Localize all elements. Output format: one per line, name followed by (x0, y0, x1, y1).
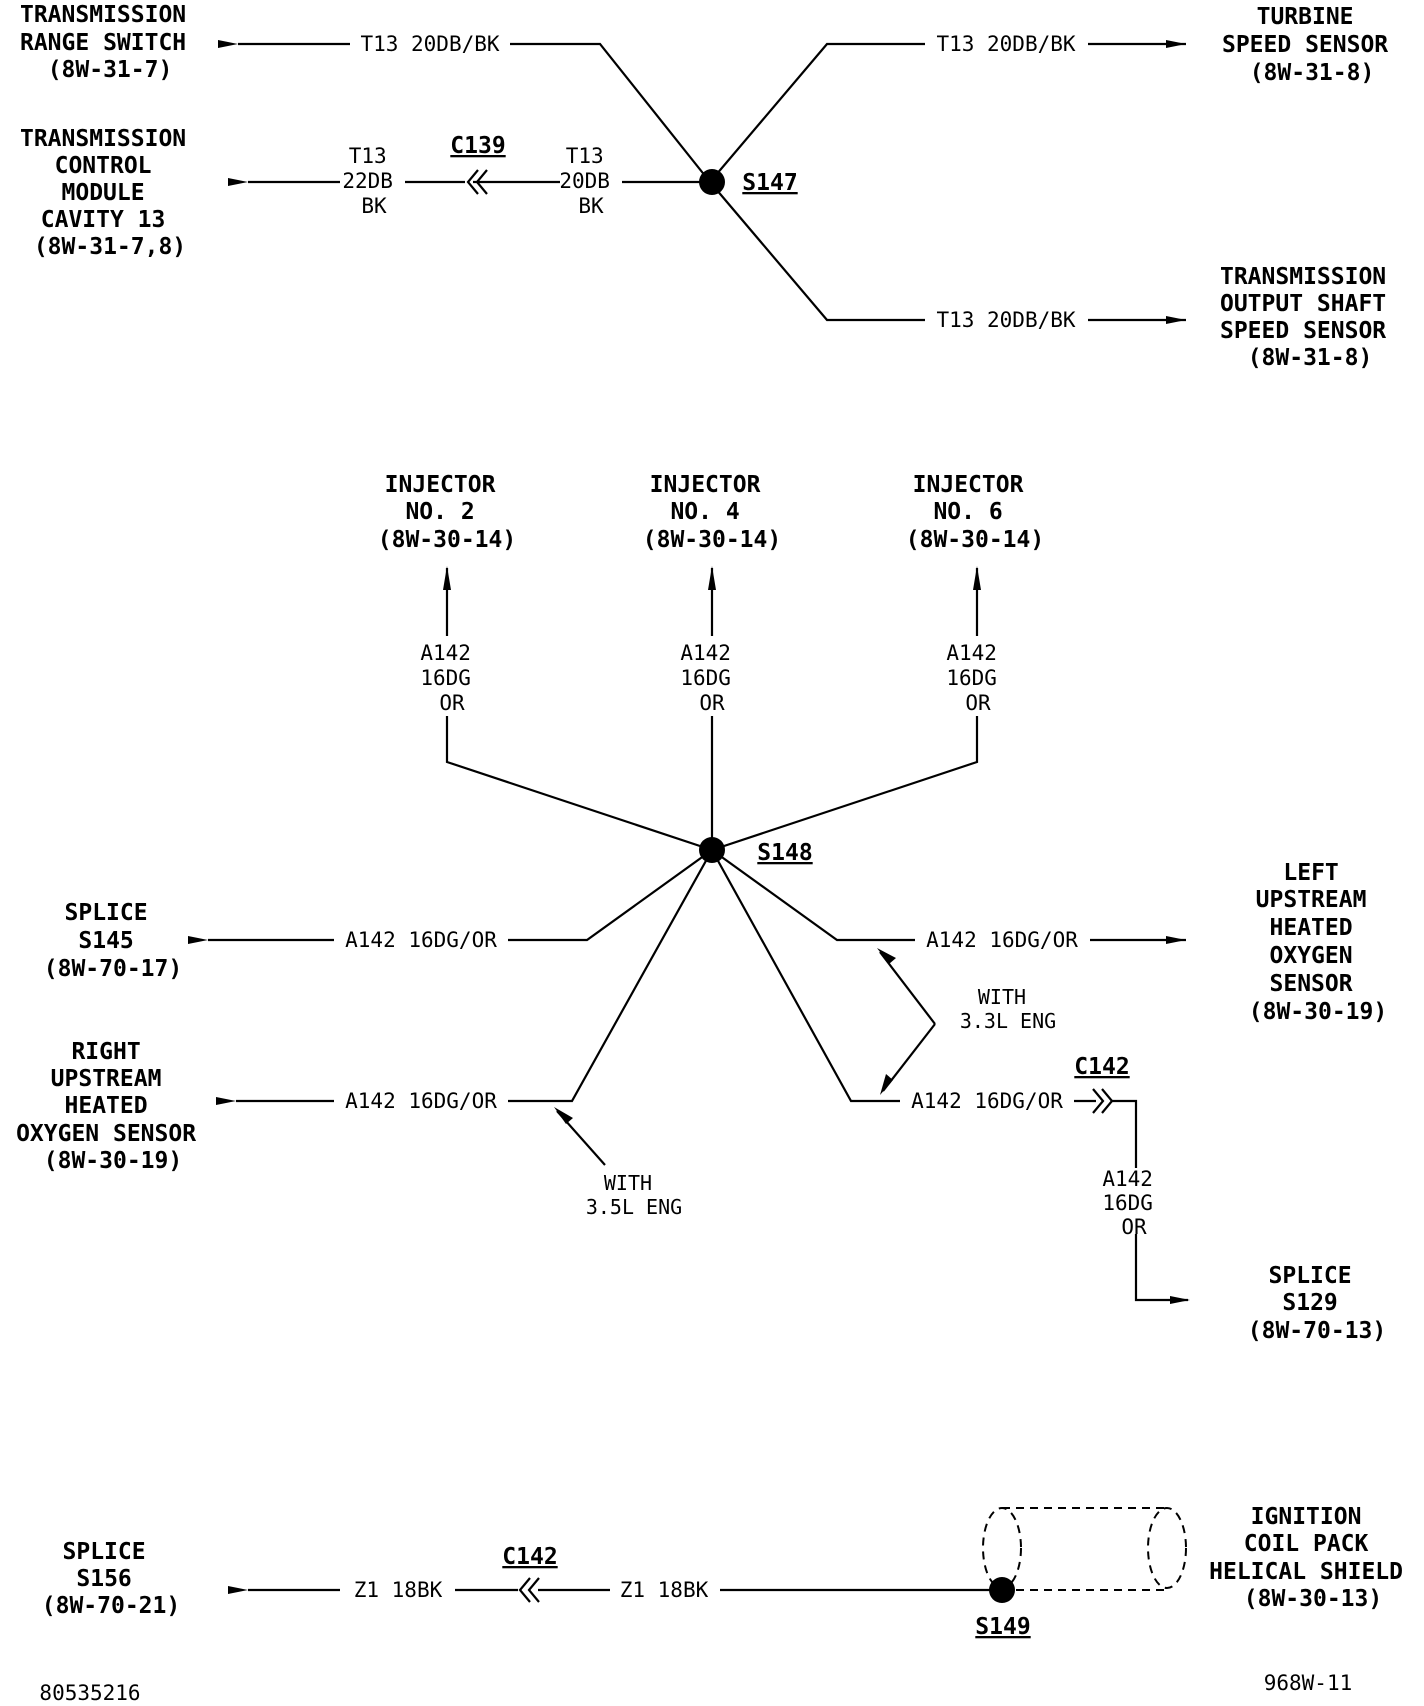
with33-arrow-down (880, 1074, 893, 1095)
inj6-arrow (973, 566, 981, 590)
left-ho2s-label: LEFT UPSTREAM HEATED OXYGEN SENSOR (8W-3… (1249, 860, 1387, 1025)
s148-label: S148 (757, 840, 812, 866)
c142-label-bottom: C142 (502, 1544, 557, 1570)
wire-label-inj4: A142 16DG OR (680, 641, 743, 715)
inj2-arrow (443, 566, 451, 590)
wire-label-z1-left: Z1 18BK (354, 1578, 443, 1602)
wire-label-z1-right: Z1 18BK (620, 1578, 709, 1602)
injector-4-label: INJECTOR NO. 4 (8W-30-14) (643, 472, 781, 553)
turbine-arrow (1166, 40, 1186, 48)
wire-turbine-to-s147 (709, 42, 925, 183)
c142-connector-symbol-bottom (518, 1577, 540, 1603)
section-s149: SPLICE S156 (8W-70-21) Z1 18BK Z1 18BK C… (42, 1504, 1417, 1640)
coil-label: IGNITION COIL PACK HELICAL SHIELD (8W-30… (1209, 1504, 1417, 1612)
s129-label: SPLICE S129 (8W-70-13) (1248, 1263, 1386, 1344)
turbine-label: TURBINE SPEED SENSOR (8W-31-8) (1222, 4, 1402, 86)
wire-label-right-ho2s: A142 16DG/OR (345, 1089, 497, 1113)
trs-label: TRANSMISSION RANGE SWITCH (8W-31-7) (20, 2, 200, 83)
wire-label-tcm-right: T13 20DB BK (559, 144, 622, 218)
wire-label-tcm-left: T13 22DB BK (342, 144, 405, 218)
c139-connector-symbol (466, 169, 488, 195)
c139-label: C139 (450, 133, 505, 159)
wire-s148-to-right-ho2s (508, 849, 713, 1103)
wire-s148-to-inj2 (445, 716, 713, 852)
oss-label: TRANSMISSION OUTPUT SHAFT SPEED SENSOR (… (1220, 264, 1400, 371)
wire-c142-right (1112, 1099, 1138, 1168)
with35-label: WITH 3.5L ENG (586, 1171, 682, 1219)
wire-s148-to-inj6 (711, 716, 979, 852)
s129-arrow (1170, 1296, 1190, 1304)
wire-label-left-ho2s: A142 16DG/OR (926, 928, 1078, 952)
shield-right-end (1147, 1507, 1187, 1589)
shield-body (1002, 1507, 1167, 1591)
s147-label: S147 (742, 170, 797, 196)
c142-label-mid: C142 (1074, 1054, 1129, 1080)
section-s147: TRANSMISSION RANGE SWITCH (8W-31-7) TRAN… (20, 2, 1402, 371)
wire-label-trs: T13 20DB/BK (360, 32, 499, 56)
footer-right-code: 968W-11 (1264, 1671, 1353, 1695)
s149-label: S149 (975, 1614, 1030, 1640)
wire-label-inj6: A142 16DG OR (946, 641, 1009, 715)
injector-2-label: INJECTOR NO. 2 (8W-30-14) (378, 472, 516, 553)
with33-label: WITH 3.3L ENG (960, 985, 1056, 1033)
s156-label: SPLICE S156 (8W-70-21) (42, 1539, 180, 1619)
wire-s148-to-c142 (711, 849, 900, 1103)
wire-trs-to-s147 (510, 42, 711, 183)
right-ho2s-label: RIGHT UPSTREAM HEATED OXYGEN SENSOR (8W-… (16, 1039, 210, 1174)
wire-oss-to-s147 (709, 181, 925, 322)
wire-label-turbine: T13 20DB/BK (936, 32, 1075, 56)
inj4-arrow (708, 566, 716, 590)
left-ho2s-arrow (1166, 936, 1186, 944)
oss-arrow (1166, 316, 1186, 324)
wire-label-oss: T13 20DB/BK (936, 308, 1075, 332)
s147-splice-dot (699, 169, 725, 195)
wire-label-c142: A142 16DG/OR (911, 1089, 1063, 1113)
wire-label-inj2: A142 16DG OR (420, 641, 483, 715)
wire-s148-to-s145 (508, 849, 713, 942)
wire-to-s129 (1134, 1234, 1188, 1302)
wire-s148-to-left-ho2s (711, 849, 915, 942)
s145-label: SPLICE S145 (8W-70-17) (44, 900, 182, 982)
footer-left-code: 80535216 (39, 1681, 140, 1705)
shield-left-end (982, 1507, 1022, 1589)
tcm-label: TRANSMISSION CONTROL MODULE CAVITY 13 (8… (20, 126, 200, 260)
wire-label-s145: A142 16DG/OR (345, 928, 497, 952)
injector-6-label: INJECTOR NO. 6 (8W-30-14) (906, 472, 1044, 553)
section-s148: INJECTOR NO. 2 (8W-30-14) INJECTOR NO. 4… (16, 472, 1387, 1344)
s149-splice-dot (989, 1577, 1015, 1603)
wire-label-down: A142 16DG OR (1102, 1167, 1165, 1239)
with33-arrow-up (877, 948, 896, 964)
with33-pointer-up (879, 951, 936, 1025)
with35-arrow (554, 1107, 573, 1124)
